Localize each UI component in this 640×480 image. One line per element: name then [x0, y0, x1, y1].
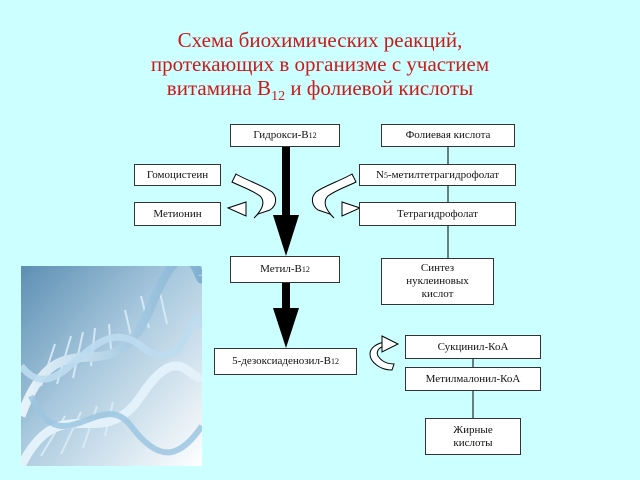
title-line-3-subscript: 12 [271, 89, 286, 105]
node-thf-label: Тетрагидрофолат [397, 207, 478, 220]
node-succinyl-coa: Сукцинил-КоА [405, 335, 541, 359]
curved-arrow-homocysteine-to-methionine-head [226, 201, 247, 217]
node-n5-subscript: 5 [383, 170, 388, 180]
node-methylmalonyl-coa: Метилмалонил-КоА [405, 367, 541, 391]
title-line-1: Схема биохимических реакций, [177, 28, 463, 52]
title-line-2: протекающих в организме с участием [150, 52, 490, 76]
dna-helix-graphic [21, 266, 202, 466]
node-n5-label: -метилтетрагидрофолат [387, 168, 500, 181]
node-nucleic-line-1: Синтез [420, 262, 455, 274]
node-nucleic-line-2: нуклеиновых [406, 275, 469, 287]
node-deoxyadenosyl-b12-label: 5-дезоксиаденозил-В [232, 355, 331, 367]
arrow-hydroxy-to-methyl-head [273, 215, 299, 256]
node-methyl-b12-subscript: 12 [301, 265, 310, 274]
node-succinyl-coa-label: Сукцинил-КоА [437, 340, 509, 353]
node-hydroxy-b12-subscript: 12 [308, 131, 317, 140]
diagram-title: Схема биохимических реакций, протекающих… [0, 28, 640, 109]
node-folic-acid: Фолиевая кислота [381, 124, 515, 147]
node-homocysteine: Гомоцистеин [134, 164, 221, 186]
title-line-3-text: витамина В [166, 76, 272, 100]
node-n5-prefix: N [375, 168, 384, 181]
node-fatty-line-2: кислоты [453, 436, 493, 449]
title-line-3: витамина В12 и фолиевой кислоты [0, 76, 640, 109]
node-homocysteine-label: Гомоцистеин [146, 168, 209, 181]
dna-helix-image [21, 266, 202, 466]
curved-arrow-deoxy-to-succinyl-head [381, 335, 400, 353]
node-thf: Тетрагидрофолат [359, 202, 516, 226]
node-deoxyadenosyl-b12-subscript: 12 [330, 357, 339, 366]
curved-arrow-n5-to-thf-body [311, 173, 357, 219]
curved-arrow-homocysteine-to-methionine-body [231, 173, 277, 219]
node-folic-acid-label: Фолиевая кислота [405, 129, 491, 141]
title-line-3-suffix: и фолиевой кислоты [285, 76, 474, 100]
curved-arrow-n5-to-thf-head [341, 201, 362, 217]
node-methionine-label: Метионин [153, 207, 202, 220]
node-methylmalonyl-coa-label: Метилмалонил-КоА [425, 372, 521, 385]
node-methyl-b12-label: Метил-В [260, 263, 302, 275]
node-hydroxy-b12-label: Гидрокси-В [253, 129, 309, 141]
arrow-methyl-to-deoxy-head [273, 308, 299, 348]
node-methionine: Метионин [134, 202, 221, 226]
node-nucleic-line-3: кислот [421, 288, 454, 300]
node-fatty-line-1: Жирные [453, 423, 493, 436]
